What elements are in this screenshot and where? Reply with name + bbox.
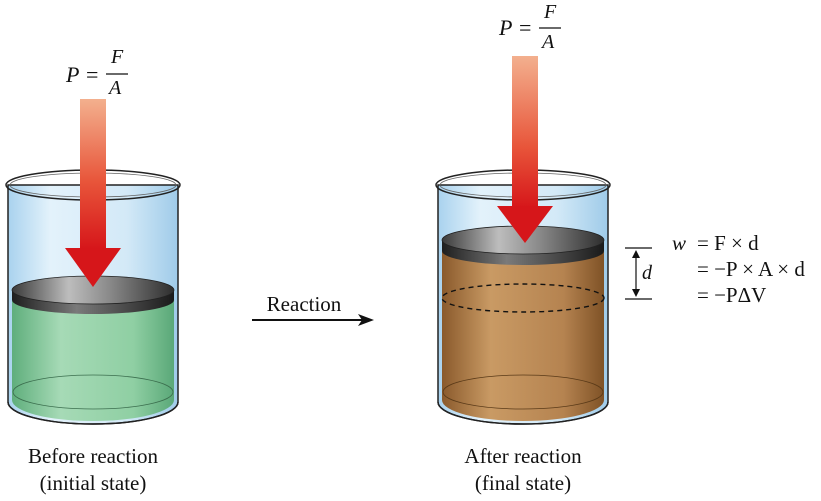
original-piston-outline: [441, 283, 605, 313]
left-caption-line1: Before reaction: [28, 444, 159, 468]
right-caption-line1: After reaction: [464, 444, 582, 468]
left-piston: [11, 275, 175, 314]
distance-marker: d: [625, 247, 653, 300]
force-symbol: F: [543, 1, 557, 23]
left-pressure-equation: P = F A: [65, 46, 128, 99]
work-eq-line3: = −PΔV: [697, 283, 766, 307]
work-eq-line2: = −P × A × d: [697, 257, 805, 281]
left-liquid: [12, 296, 174, 421]
equals-sign: =: [519, 15, 531, 40]
equals-sign: =: [86, 62, 98, 87]
area-symbol: A: [107, 77, 122, 99]
work-equations: w = F × d = −P × A × d = −PΔV: [672, 231, 805, 307]
distance-label: d: [642, 262, 653, 284]
right-cylinder: [435, 169, 611, 425]
left-caption-line2: (initial state): [40, 471, 147, 495]
work-eq-line1: = F × d: [697, 231, 759, 255]
reaction-label: Reaction: [267, 292, 342, 316]
right-gas: [442, 247, 604, 421]
pressure-symbol: P: [65, 62, 79, 87]
reaction-arrow: Reaction: [252, 292, 374, 326]
right-caption-line2: (final state): [475, 471, 571, 495]
pressure-symbol: P: [498, 15, 512, 40]
work-symbol: w: [672, 231, 686, 255]
right-pressure-equation: P = F A: [498, 1, 561, 53]
right-force-arrow: [497, 56, 553, 243]
force-symbol: F: [110, 46, 124, 68]
left-force-arrow: [65, 99, 121, 287]
area-symbol: A: [540, 31, 555, 53]
